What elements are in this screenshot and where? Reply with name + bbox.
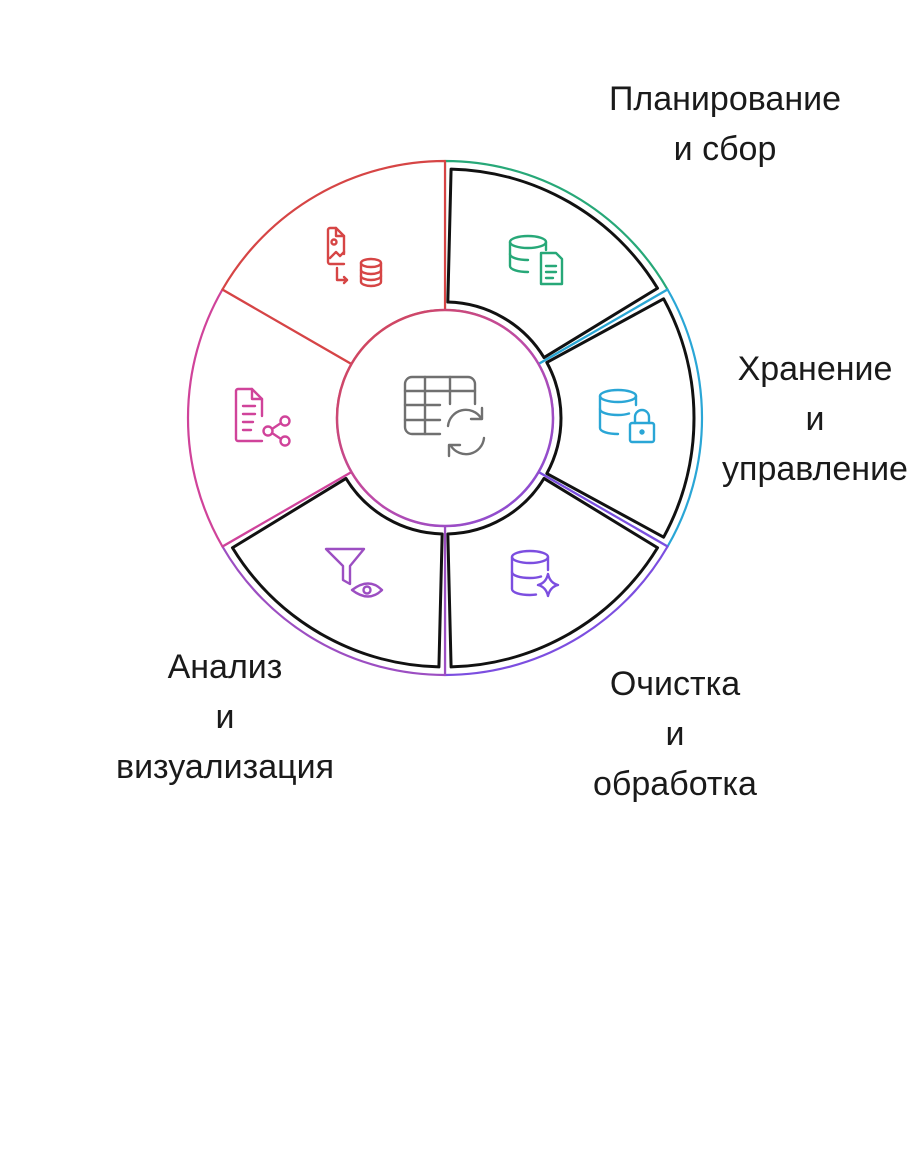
document-share-icon [234,387,291,447]
segment-clean-highlight [446,476,660,669]
label-storage-management: Хранение и управление [722,350,908,488]
segment-analysis-highlight [230,476,444,669]
segment-plan-highlight [446,167,660,360]
label-analysis-visualization: Анализ и визуализация [116,648,334,786]
label-cleaning-processing: Очистка и обработка [593,665,757,803]
database-lock-icon [598,388,656,444]
database-document-icon [508,234,564,286]
filter-eye-icon [324,547,384,598]
database-sparkle-icon [510,549,560,598]
table-refresh-icon [403,375,486,458]
segment-store-highlight [545,297,696,539]
image-to-database-icon [326,226,383,288]
label-planning-collection: Планирование и сбор [608,80,842,168]
center-circle [335,308,555,528]
